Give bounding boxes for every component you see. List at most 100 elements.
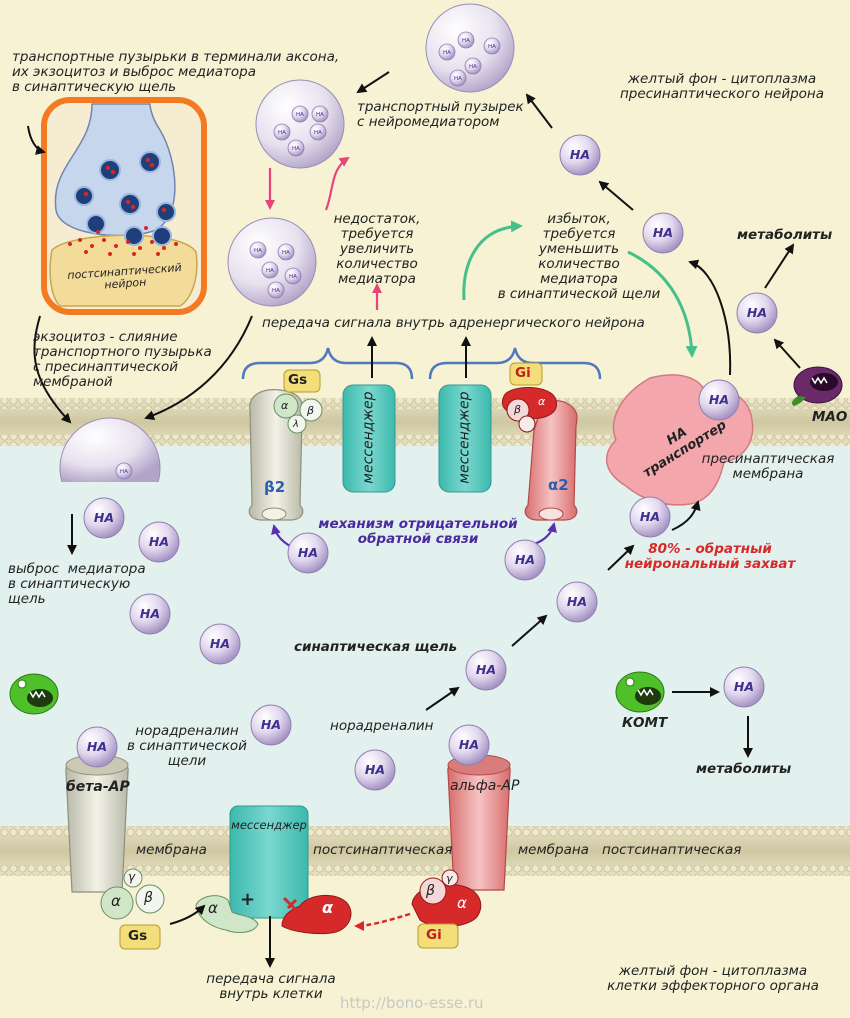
label-postsynaptic-1: постсинаптическая [313, 842, 453, 858]
na-molecule [129, 593, 171, 635]
na-molecule [629, 496, 671, 538]
watermark: http://bono-esse.ru [340, 994, 484, 1012]
vesicle-exocytosis [59, 417, 161, 483]
green-arrows [462, 220, 698, 358]
alpha-i-subunit [281, 894, 352, 935]
label-noradrenaline-right: норадреналин [330, 718, 434, 734]
na-small-label: НА [454, 76, 462, 82]
subunit-gamma-bottom: γ [128, 870, 136, 884]
messenger-left [342, 384, 396, 493]
na-molecule [354, 749, 396, 791]
label-membrane-1: мембрана [136, 842, 207, 858]
na-molecule-label: НА [458, 737, 480, 752]
na-molecule-label: НА [86, 739, 108, 754]
label-signal-inside: передача сигнала внутрь адренергического… [262, 315, 645, 331]
na-molecule [642, 212, 684, 254]
gs-protein-bottom [100, 868, 165, 950]
label-alpha2: α2 [548, 476, 569, 494]
na-small-molecule [311, 105, 329, 123]
label-transport-vesicle: транспортный пузырек с нейромедиатором [357, 99, 524, 130]
na-small-label: НА [296, 112, 304, 118]
subunit-alpha-top: α [281, 399, 289, 412]
na-small-molecule [291, 105, 309, 123]
label-yellow-presynaptic: желтый фон - цитоплазма пресинаптическог… [619, 71, 825, 102]
na-small-molecule [457, 31, 475, 49]
na-small-label: НА [443, 50, 451, 56]
na-molecule [736, 292, 778, 334]
na-molecule-label: НА [639, 509, 661, 524]
na-small-molecule [267, 281, 285, 299]
na-molecule-label: НА [733, 679, 755, 694]
na-small-molecule [309, 123, 327, 141]
label-metabolites-bottom: метаболиты [696, 761, 792, 777]
na-small-molecule [438, 43, 456, 61]
plus-sign: + [240, 889, 256, 910]
na-small-molecule [261, 261, 279, 279]
na-small-label: НА [266, 268, 274, 274]
na-small-molecule [277, 243, 295, 261]
na-molecule-label: НА [260, 717, 282, 732]
alpha-ar-receptor [447, 754, 511, 891]
na-molecule-label: НА [566, 594, 588, 609]
label-yellow-postsynaptic: желтый фон - цитоплазма клетки эффекторн… [607, 963, 819, 994]
label-komt: КОМТ [622, 715, 668, 731]
label-gs-bottom: Gs [128, 928, 148, 944]
na-small-label: НА [314, 130, 322, 136]
label-beta2: β2 [264, 478, 286, 496]
na-molecule-label: НА [569, 147, 591, 162]
label-membrane-2: мембрана [518, 842, 589, 858]
na-molecule [138, 521, 180, 563]
mao-enzyme-icon [791, 366, 843, 406]
na-molecule [723, 666, 765, 708]
brace-right [428, 347, 602, 380]
messenger-right [438, 384, 492, 493]
label-vesicle-exocytosis: транспортные пузырьки в терминали аксона… [12, 49, 340, 95]
na-molecule [465, 649, 507, 691]
na-small-label: НА [316, 112, 324, 118]
na-molecule-label: НА [139, 606, 161, 621]
na-molecule-label: НА [746, 305, 768, 320]
na-small-molecule [483, 37, 501, 55]
pink-arrows [265, 156, 382, 310]
inhibition-arrow [354, 912, 411, 931]
na-small-label: НА [289, 274, 297, 280]
na-small-molecule [464, 57, 482, 75]
subunit-alpha-i: α [322, 898, 333, 917]
na-small-molecule [249, 241, 267, 259]
na-molecule [199, 623, 241, 665]
na-molecule-label: НА [708, 392, 730, 407]
na-small-label: НА [272, 288, 280, 294]
gs-protein-top [273, 369, 323, 434]
na-small-label: НА [254, 248, 262, 254]
na-molecule-label: НА [148, 534, 170, 549]
na-small-label: НА [282, 250, 290, 256]
na-molecule [287, 532, 329, 574]
na-small-molecule [273, 123, 291, 141]
na-molecule-label: НА [364, 762, 386, 777]
na-small-label: НА [120, 469, 128, 475]
na-molecule [698, 379, 740, 421]
label-shortage: недостаток, требуется увеличить количест… [333, 211, 421, 287]
alpha2-receptor [524, 400, 578, 521]
na-molecule-label: НА [209, 636, 231, 651]
label-negative-feedback: механизм отрицательной обратной связи [318, 516, 518, 547]
na-small-molecule [115, 462, 133, 480]
label-signal-cell: передача сигнала внутрь клетки [206, 971, 336, 1002]
na-small-molecule [287, 139, 305, 157]
label-mao: МАО [812, 409, 848, 425]
na-molecule [76, 726, 118, 768]
subunit-beta-gi-bottom: β [426, 883, 435, 899]
subunit-lambda-top: λ [293, 419, 299, 430]
subunit-gamma-gi-bottom: γ [446, 872, 453, 885]
feedback-arrows [271, 522, 557, 547]
label-messenger-left: мессенджер [360, 391, 377, 484]
gi-protein-bottom [411, 869, 482, 949]
na-molecule [448, 724, 490, 766]
axon-terminal-inset [41, 97, 207, 315]
label-presynaptic-membrane: пресинаптическая мембрана [701, 451, 835, 482]
na-small-label: НА [462, 38, 470, 44]
label-beta-ar: бета-АР [66, 779, 130, 795]
